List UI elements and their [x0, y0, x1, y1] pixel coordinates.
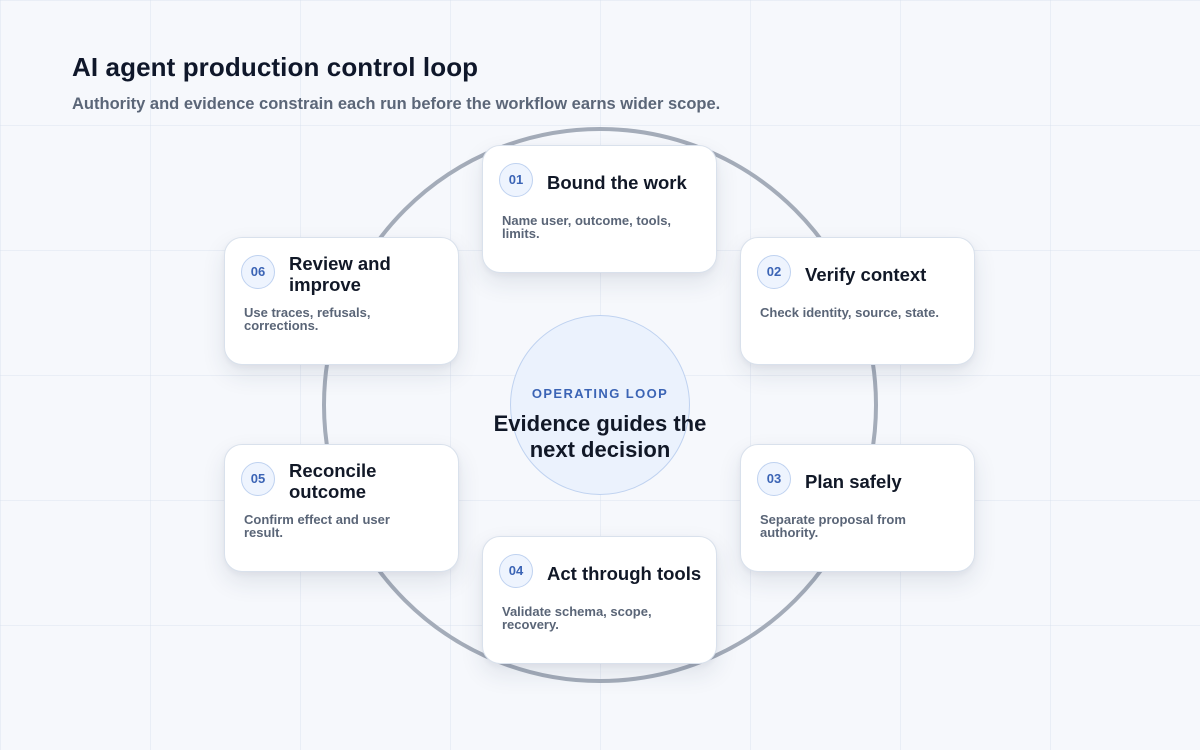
- step-card-plan-safely: 03 Plan safely Separate proposal from au…: [740, 444, 975, 572]
- step-card-review-and-improve: 06 Review and improve Use traces, refusa…: [224, 237, 459, 365]
- step-card-verify-context: 02 Verify context Check identity, source…: [740, 237, 975, 365]
- step-description: Separate proposal from authority.: [760, 512, 906, 540]
- step-card-bound-the-work: 01 Bound the work Name user, outcome, to…: [482, 145, 717, 273]
- step-description: Confirm effect and user result.: [244, 512, 390, 540]
- step-number-badge: 01: [499, 163, 533, 197]
- center-kicker: OPERATING LOOP: [531, 386, 669, 401]
- step-title: Verify context: [805, 263, 927, 285]
- page-subtitle: Authority and evidence constrain each ru…: [72, 95, 721, 113]
- center-hub: OPERATING LOOP Evidence guides the next …: [494, 315, 706, 495]
- step-description: Name user, outcome, tools, limits.: [502, 213, 672, 241]
- step-number-badge: 04: [499, 554, 533, 588]
- step-title: Reconcile outcome: [289, 460, 377, 502]
- step-description: Check identity, source, state.: [760, 305, 939, 320]
- step-number-badge: 06: [241, 255, 275, 289]
- step-number-badge: 03: [757, 462, 791, 496]
- step-number-badge: 02: [757, 255, 791, 289]
- step-title: Review and improve: [289, 253, 391, 295]
- center-text: Evidence guides the next decision: [493, 411, 707, 462]
- step-title: Plan safely: [805, 470, 902, 492]
- step-description: Validate schema, scope, recovery.: [502, 604, 652, 632]
- step-description: Use traces, refusals, corrections.: [244, 305, 371, 333]
- step-title: Bound the work: [547, 171, 687, 193]
- step-title: Act through tools: [547, 562, 702, 584]
- loop-ring-circle: [322, 127, 878, 683]
- step-card-act-through-tools: 04 Act through tools Validate schema, sc…: [482, 536, 717, 664]
- step-card-reconcile-outcome: 05 Reconcile outcome Confirm effect and …: [224, 444, 459, 572]
- page-title: AI agent production control loop: [72, 52, 479, 82]
- step-number-badge: 05: [241, 462, 275, 496]
